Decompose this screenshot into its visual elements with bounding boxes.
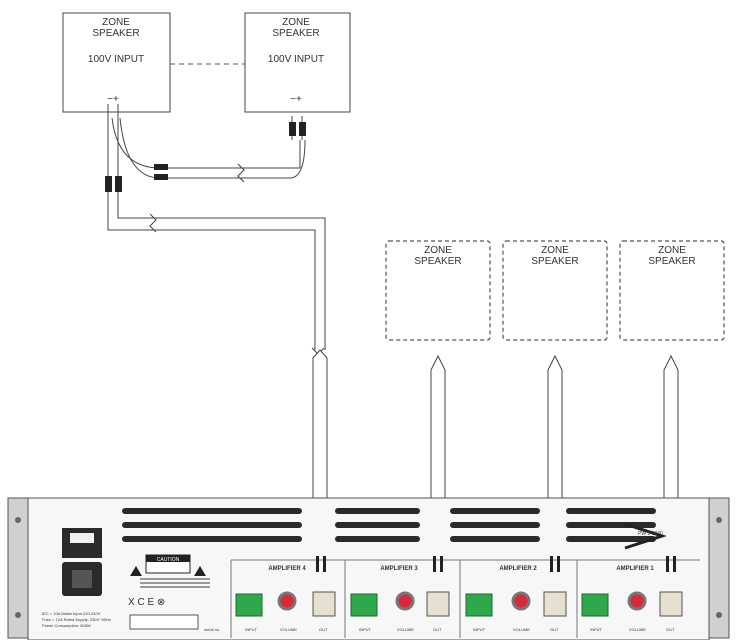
optional-speaker-1-line2: SPEAKER bbox=[414, 256, 461, 267]
zone-speaker-optional-2: ZONE SPEAKER bbox=[502, 240, 608, 341]
speaker-2-input-label: 100V INPUT bbox=[268, 54, 324, 65]
amplifier-2-out-label: OUT bbox=[550, 627, 559, 632]
amplifier-4-input-label: INPUT bbox=[245, 627, 258, 632]
amplifier-2-input-label: INPUT bbox=[473, 627, 486, 632]
zone-speaker-2: ZONE SPEAKER 100V INPUT −+ bbox=[244, 12, 351, 113]
amplifier-1-input-label: INPUT bbox=[590, 627, 603, 632]
amplifier-1-volume-label: VOLUME bbox=[629, 627, 646, 632]
amplifier-4-label: AMPLIFIER 4 bbox=[268, 566, 306, 572]
optional-speaker-2-line2: SPEAKER bbox=[531, 256, 578, 267]
caution-label: CAUTION bbox=[130, 554, 210, 588]
amplifier-2-label: AMPLIFIER 2 bbox=[499, 566, 537, 572]
amplifier-3-section: AMPLIFIER 3 INPUT VOLUME OUT bbox=[350, 556, 450, 632]
optional-speaker-3-line1: ZONE bbox=[658, 245, 686, 256]
brand-text: PW 3 0040 bbox=[638, 531, 663, 537]
rack-screw bbox=[716, 612, 722, 618]
power-info-line-1: IEC = 10A Mains Input 220-240V bbox=[42, 611, 101, 616]
speaker-2-terminal-label: −+ bbox=[290, 94, 302, 105]
amplifier-4-volume-knob bbox=[277, 591, 297, 611]
amplifier-3-out-label: OUT bbox=[433, 627, 442, 632]
amplifier-4-volume-label: VOLUME bbox=[280, 627, 297, 632]
amplifier-3-input-terminal bbox=[350, 593, 378, 617]
amplifier-3-input-label: INPUT bbox=[359, 627, 372, 632]
optional-speaker-1-line1: ZONE bbox=[424, 245, 452, 256]
amplifier-2-section: AMPLIFIER 2 INPUT VOLUME OUT bbox=[465, 556, 567, 632]
optional-speaker-2-line1: ZONE bbox=[541, 245, 569, 256]
speaker-2-terminal-block bbox=[289, 122, 306, 136]
power-info-line-3: Power Consumption: 500W bbox=[42, 623, 91, 628]
amplifier-4-out-label: OUT bbox=[319, 627, 328, 632]
speaker-1-input-label: 100V INPUT bbox=[88, 54, 144, 65]
amplifier-1-out-label: OUT bbox=[666, 627, 675, 632]
speaker-1-title-line2: SPEAKER bbox=[92, 28, 139, 39]
rack-screw bbox=[716, 517, 722, 523]
speaker-1-terminal-label: −+ bbox=[107, 94, 119, 105]
speaker-2-title-line1: ZONE bbox=[282, 17, 310, 28]
zone-speaker-1: ZONE SPEAKER 100V INPUT −+ bbox=[62, 12, 171, 113]
amplifier-3-label: AMPLIFIER 3 bbox=[380, 566, 418, 572]
amplifier-1-out-terminal bbox=[659, 591, 683, 617]
amplifier-3-volume-knob bbox=[395, 591, 415, 611]
rack-amplifier: CAUTION X C E ⊗ serial no. IEC = 10A Mai… bbox=[7, 497, 730, 640]
serial-number-box bbox=[129, 614, 199, 630]
amplifier-2-out-terminal bbox=[543, 591, 567, 617]
speaker-1-title-line1: ZONE bbox=[102, 17, 130, 28]
rack-screw bbox=[15, 517, 21, 523]
amplifier-1-label: AMPLIFIER 1 bbox=[616, 566, 654, 572]
rack-screw bbox=[15, 612, 21, 618]
serial-label: serial no. bbox=[204, 627, 220, 632]
amplifier-2-volume-label: VOLUME bbox=[513, 627, 530, 632]
power-info-line-2: Fuse = T2A Rated Supply: 230V~50Hz bbox=[42, 617, 111, 622]
iec-socket bbox=[72, 570, 92, 588]
vent-slots bbox=[122, 508, 656, 542]
amplifier-1-volume-knob bbox=[627, 591, 647, 611]
zone-speaker-optional-3: ZONE SPEAKER bbox=[619, 240, 725, 341]
amplifier-1-section: AMPLIFIER 1 INPUT VOLUME OUT bbox=[581, 556, 683, 632]
amplifier-4-section: AMPLIFIER 4 INPUT VOLUME OUT bbox=[235, 556, 336, 632]
caution-text: CAUTION bbox=[157, 557, 180, 563]
amplifier-4-out-terminal bbox=[312, 591, 336, 617]
amplifier-4-input-terminal bbox=[235, 593, 263, 617]
power-switch-rocker bbox=[70, 533, 94, 543]
amplifier-2-input-terminal bbox=[465, 593, 493, 617]
amplifier-3-volume-label: VOLUME bbox=[397, 627, 414, 632]
speaker-2-title-line2: SPEAKER bbox=[272, 28, 319, 39]
speaker-cable-main bbox=[107, 104, 328, 556]
amplifier-2-volume-knob bbox=[511, 591, 531, 611]
compliance-marks: X C E ⊗ bbox=[128, 597, 165, 608]
speaker-1-cable-lugs bbox=[105, 164, 168, 192]
brand-logo: PW 3 0040 bbox=[624, 522, 667, 550]
zone-speaker-optional-1: ZONE SPEAKER bbox=[385, 240, 491, 341]
amplifier-1-input-terminal bbox=[581, 593, 609, 617]
amplifier-3-out-terminal bbox=[426, 591, 450, 617]
optional-speaker-3-line2: SPEAKER bbox=[648, 256, 695, 267]
